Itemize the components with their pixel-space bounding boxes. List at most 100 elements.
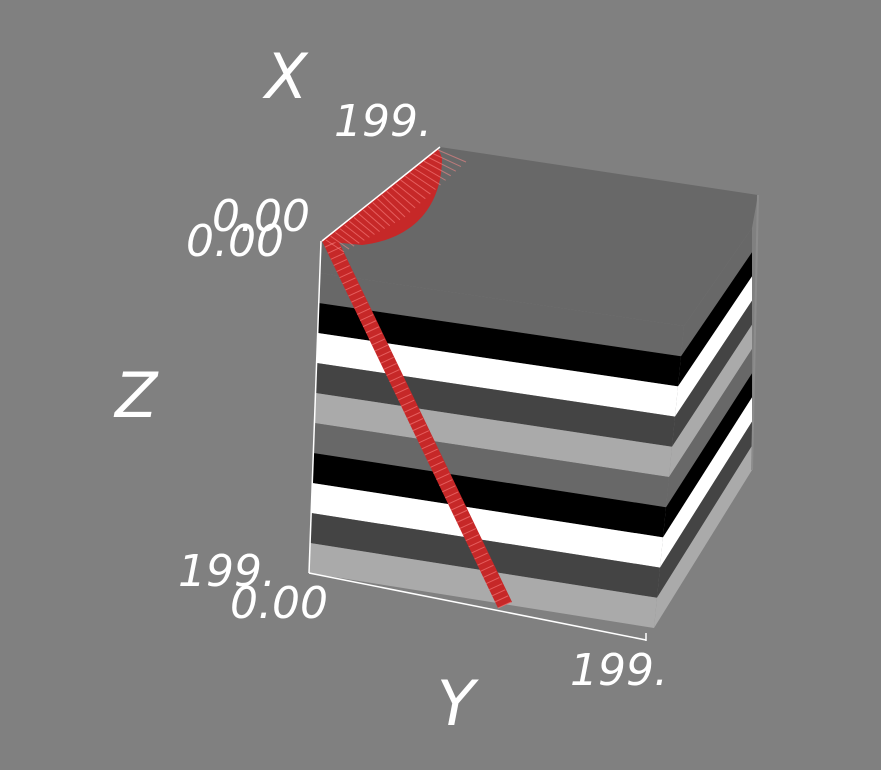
trace-hatch xyxy=(336,265,350,273)
trace-hatch xyxy=(351,295,365,303)
trace-hatch xyxy=(371,338,386,346)
trace-hatch xyxy=(456,515,471,523)
trace-hatch xyxy=(406,411,421,419)
y-axis-max-label: 199. xyxy=(570,645,668,696)
x-axis-max-label: 199. xyxy=(334,96,432,147)
trace-hatch xyxy=(468,540,482,548)
layer-2-front xyxy=(317,303,681,387)
trace-hatch xyxy=(359,314,374,321)
trace-hatch xyxy=(491,589,506,597)
trace-hatch xyxy=(444,491,459,499)
trace-hatch xyxy=(380,356,394,364)
trace-hatch xyxy=(395,387,409,395)
layer-8-side xyxy=(660,397,752,568)
trace-hatch xyxy=(339,228,360,244)
trace-hatch xyxy=(414,168,441,186)
z-axis-title: Z xyxy=(113,359,159,432)
trace-hatch xyxy=(325,239,345,253)
trace-hatch xyxy=(339,271,353,279)
z-axis-line xyxy=(308,240,322,574)
x-axis-title: X xyxy=(262,40,309,113)
trace-hatch xyxy=(344,224,365,241)
layer-3-front xyxy=(316,333,678,417)
layer-4-side xyxy=(672,300,752,447)
trace-hatch xyxy=(483,570,497,578)
trace-hatch xyxy=(403,405,418,413)
trace-hatch xyxy=(381,194,406,218)
trace-hatch xyxy=(365,326,380,334)
trace-hatch xyxy=(433,153,462,168)
trace-hatch xyxy=(395,183,421,204)
trace-hatch xyxy=(330,252,345,260)
trace-hatch xyxy=(392,381,406,389)
trace-hatch xyxy=(488,583,503,591)
stratified-layers xyxy=(309,228,752,628)
trace-hatch xyxy=(418,436,433,444)
trace-hatch xyxy=(409,418,424,425)
y-axis-min-label: 0.00 xyxy=(230,578,328,629)
trace-hatch xyxy=(376,198,401,221)
z-axis-min-label: 0.00 xyxy=(186,216,284,267)
trace-hatch xyxy=(400,179,426,200)
trace-hatch xyxy=(494,595,509,603)
trace-hatch xyxy=(419,164,446,181)
layer-9-side xyxy=(657,421,752,598)
axis-lines xyxy=(308,146,647,641)
trace-hatch xyxy=(486,577,500,584)
trace-hatch xyxy=(391,187,416,209)
trace-hatch xyxy=(412,424,427,432)
trace-hatch xyxy=(450,503,465,511)
trace-hatch xyxy=(497,601,512,609)
trace-hatch xyxy=(383,362,397,370)
trace-hatch xyxy=(354,301,368,309)
trace-hatch xyxy=(415,430,430,438)
trace-hatch xyxy=(471,546,485,554)
trace-hatch xyxy=(330,235,350,250)
trace-hatch xyxy=(349,220,370,238)
trace-hatch xyxy=(367,205,391,227)
layer-5-front xyxy=(314,393,672,477)
trace-hatch xyxy=(377,350,391,358)
trace-hatch xyxy=(353,217,375,235)
trace-hatch xyxy=(433,466,447,474)
layer-1-side xyxy=(681,228,752,357)
y-axis-title: Y xyxy=(437,667,479,740)
trace-hatch xyxy=(477,558,491,566)
trace-hatch xyxy=(430,460,444,468)
trace-hatch xyxy=(333,259,347,266)
trace-hatch xyxy=(480,564,494,572)
layer-1-front xyxy=(318,273,684,357)
layer-2-side xyxy=(678,252,752,387)
trace-hatch xyxy=(459,522,474,529)
layer-10-side xyxy=(654,445,752,628)
trace-hatch xyxy=(424,448,438,456)
trace-hatch xyxy=(453,509,468,517)
trace-hatch xyxy=(398,393,412,401)
trace-hatch xyxy=(442,485,456,493)
trace-hatch xyxy=(439,479,453,487)
layer-7-front xyxy=(312,453,666,538)
trace-hatch xyxy=(427,454,441,462)
layer-8-front xyxy=(311,483,663,568)
trace-hatch xyxy=(405,175,431,195)
z-axis-max-label: 199. xyxy=(178,546,276,597)
red-trace-top xyxy=(322,148,467,253)
trace-hatch xyxy=(400,399,415,407)
trace-hatch xyxy=(423,160,451,177)
volume-right-edge xyxy=(751,194,759,471)
layer-10-front xyxy=(309,543,657,628)
trace-hatch xyxy=(389,375,403,383)
y-axis-line xyxy=(308,572,647,641)
trace-hatch xyxy=(345,283,359,291)
trace-hatch xyxy=(363,209,385,230)
layer-5-side xyxy=(669,324,752,477)
trace-hatch xyxy=(428,157,457,172)
trace-hatch xyxy=(368,332,383,340)
trace-hatch xyxy=(465,534,479,542)
trace-hatch xyxy=(436,473,450,481)
trace-hatch xyxy=(342,277,356,285)
trace-hatch xyxy=(447,497,462,505)
trace-hatch xyxy=(409,172,436,190)
trace-hatch xyxy=(372,202,396,224)
